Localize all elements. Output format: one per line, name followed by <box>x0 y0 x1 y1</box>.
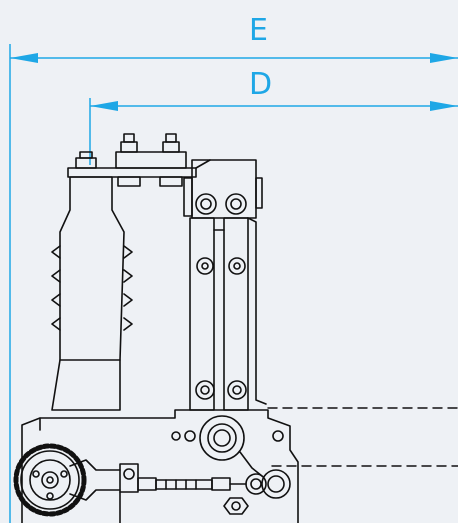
gear-hole-1 <box>32 470 40 478</box>
terminal-nut-right <box>162 141 180 153</box>
bottom-nut <box>223 497 249 515</box>
contact-bolt-right <box>225 193 247 215</box>
contact-bolt-left-inner <box>200 198 212 210</box>
terminal-clamp-right <box>159 176 183 187</box>
contact-side-plate-right <box>255 177 263 209</box>
insulator-sheds-right <box>123 245 133 331</box>
reference-lines <box>267 407 458 467</box>
main-shaft-inner <box>213 429 231 447</box>
bottom-nut-hole <box>231 501 241 511</box>
rod-right-pin-top-inner <box>233 262 241 270</box>
gear-hub <box>29 459 71 501</box>
rod-right-pin-top <box>228 257 246 275</box>
terminal-nut-mid <box>120 141 138 153</box>
contact-bolt-left <box>195 193 217 215</box>
dimension-e-arrow-left <box>10 53 38 63</box>
rod-clevis-pin <box>123 468 135 480</box>
gear-axle <box>41 471 59 489</box>
base-housing <box>21 409 299 523</box>
dimension-e-label: E <box>249 13 268 48</box>
rod-right-pin-bottom <box>227 380 247 400</box>
terminal-nut-left <box>75 157 97 169</box>
rod-coupling-left <box>137 477 157 491</box>
contact-bolt-right-inner <box>230 198 242 210</box>
terminal-bar <box>115 151 187 169</box>
top-terminal-assembly <box>67 133 211 187</box>
vertical-rods <box>189 217 267 411</box>
rod-left-pin-top-inner <box>201 262 209 270</box>
insulator-sheds-left <box>51 245 61 331</box>
terminal-clamp-left <box>117 176 141 187</box>
insulator <box>51 176 133 411</box>
main-shaft-outer <box>199 415 245 461</box>
gear-hole-2 <box>60 470 68 478</box>
cam-link <box>239 451 263 477</box>
base-hole-right <box>272 430 284 442</box>
cam-wheel-inner <box>267 475 285 493</box>
dimension-d-label: D <box>249 67 272 102</box>
gear-arm-lower <box>69 489 121 501</box>
dimension-e <box>9 44 458 523</box>
dimension-d-arrow-right <box>430 101 458 111</box>
gear-hole-3 <box>46 492 54 500</box>
cam-wheel <box>261 469 291 499</box>
operating-rod <box>119 463 247 523</box>
dimension-d-arrow-left <box>90 101 118 111</box>
base-outline <box>21 409 299 523</box>
dimension-d <box>89 98 458 165</box>
cam-roller-inner <box>250 478 262 490</box>
rod-left-pin-bottom <box>195 380 215 400</box>
rod-guide <box>247 217 267 405</box>
terminal-link <box>195 159 211 169</box>
rod-turnbuckle <box>155 479 213 490</box>
gear-rim <box>20 450 80 510</box>
rod-left-pin-top <box>196 257 214 275</box>
base-hole-1 <box>171 431 181 441</box>
gear-assembly <box>13 443 121 517</box>
rod-right-pin-bottom-inner <box>232 385 242 395</box>
terminal-plate <box>67 167 197 178</box>
terminal-bolt-left <box>79 151 93 159</box>
gear-axle-center <box>46 476 54 484</box>
contact-housing <box>191 159 257 219</box>
rod-coupling-right <box>211 477 231 491</box>
base-hole-2 <box>184 430 196 442</box>
gear-teeth <box>13 443 87 517</box>
dimension-e-arrow-right <box>430 53 458 63</box>
gear-arm <box>69 459 121 471</box>
terminal-bolt-mid <box>123 133 135 143</box>
contact-side-plate <box>183 177 193 217</box>
main-shaft-middle <box>207 423 237 453</box>
insulator-body <box>51 176 125 411</box>
terminal-bolt-right <box>165 133 177 143</box>
rod-left-pin-bottom-inner <box>200 385 210 395</box>
